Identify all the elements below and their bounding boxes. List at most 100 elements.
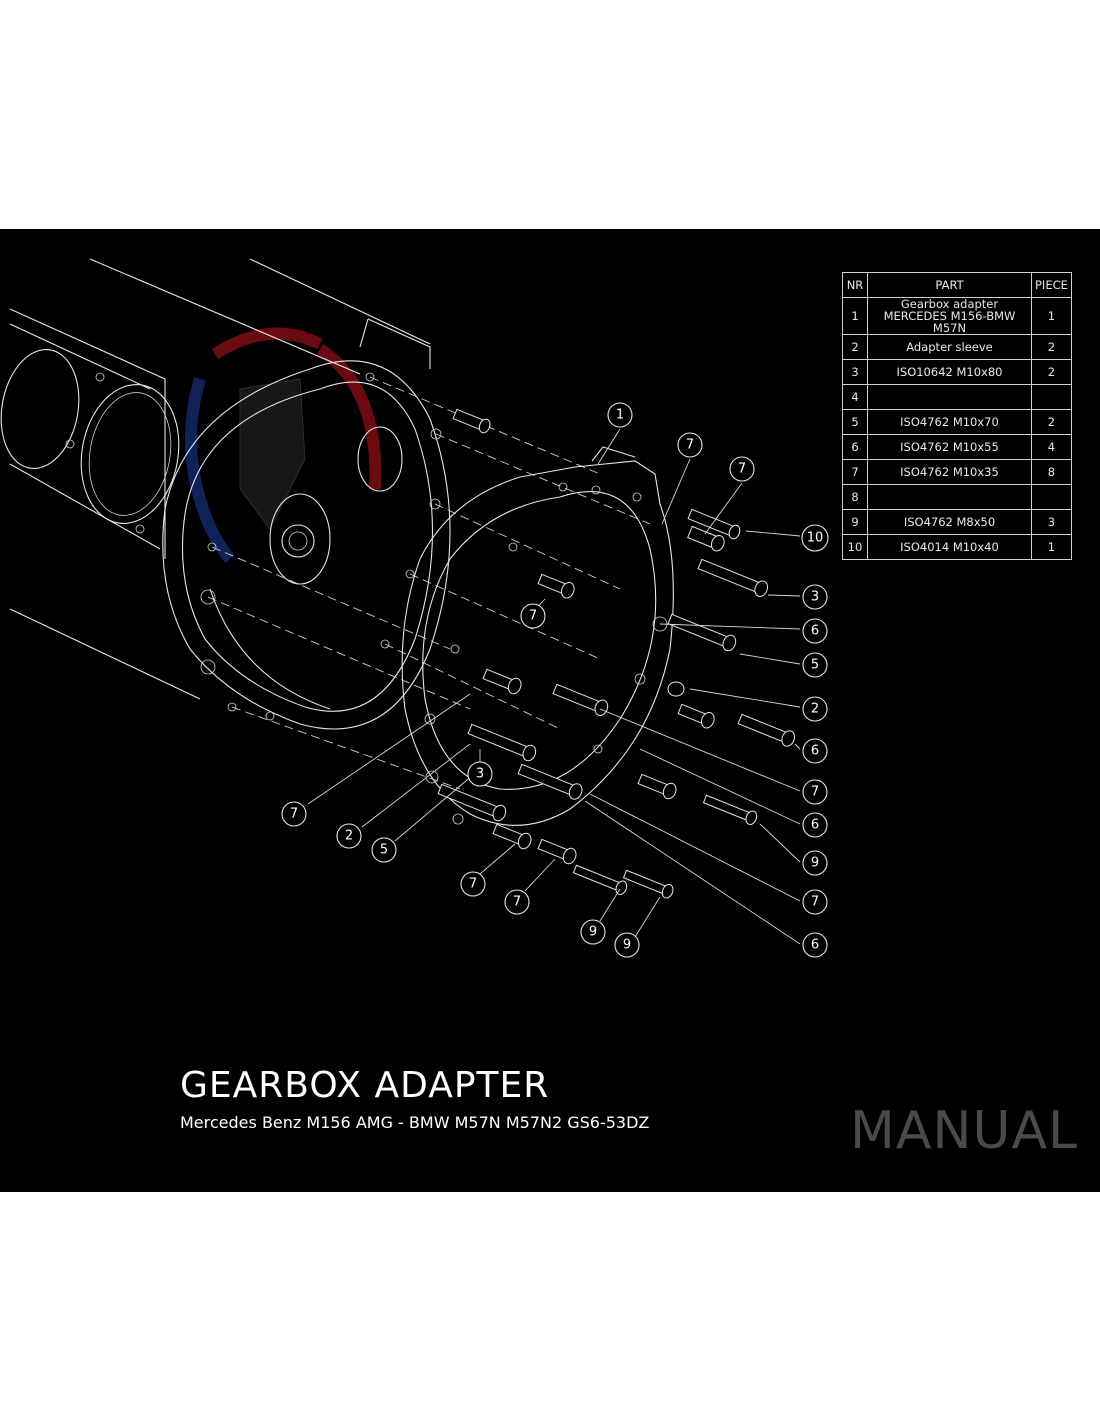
- engine-block: [0, 258, 431, 700]
- svg-text:7: 7: [811, 785, 819, 800]
- svg-text:5: 5: [380, 843, 388, 858]
- bolt: [737, 713, 796, 747]
- exploded-view-drawing: 1 7 7 10 3 7 6 5 2 6 3 7 6 9 7 6 7 2 5 7…: [0, 258, 829, 958]
- bolt: [537, 573, 575, 599]
- table-row: 10 ISO4014 M10x40 1: [842, 534, 1072, 560]
- cell-nr: 2: [842, 334, 868, 360]
- svg-text:7: 7: [738, 462, 746, 477]
- svg-text:2: 2: [811, 702, 819, 717]
- bolt: [702, 794, 758, 825]
- assembly-axis-lines: [207, 376, 651, 790]
- table-row: 8: [842, 484, 1072, 510]
- bolt: [437, 783, 507, 822]
- item-balloon: 6: [802, 618, 828, 644]
- item-balloon: 2: [802, 696, 828, 722]
- brand-logo-watermark: [185, 327, 382, 563]
- cell-piece: 2: [1031, 334, 1072, 360]
- bolt: [482, 668, 522, 695]
- item-balloon: 6: [802, 932, 828, 958]
- table-row: 5 ISO4762 M10x70 2: [842, 409, 1072, 435]
- svg-text:7: 7: [290, 807, 298, 822]
- svg-text:6: 6: [811, 744, 819, 759]
- item-balloon: 7: [504, 889, 530, 915]
- bolt: [667, 681, 685, 697]
- cell-nr: 7: [842, 459, 868, 485]
- cell-part: ISO4762 M10x70: [867, 409, 1032, 435]
- cell-part: [867, 484, 1032, 510]
- leader-lines: [307, 428, 801, 945]
- item-balloon: 7: [802, 889, 828, 915]
- cell-piece: 1: [1031, 534, 1072, 560]
- svg-text:7: 7: [529, 609, 537, 624]
- item-balloon: 6: [802, 738, 828, 764]
- table-row: 3 ISO10642 M10x80 2: [842, 359, 1072, 385]
- item-balloon: 1: [607, 402, 633, 428]
- svg-text:3: 3: [811, 590, 819, 605]
- bolt: [687, 508, 741, 540]
- svg-text:6: 6: [811, 938, 819, 953]
- cell-part: ISO4762 M10x35: [867, 459, 1032, 485]
- engine-flange: [162, 360, 451, 730]
- bolt: [667, 613, 737, 652]
- cell-nr: 1: [842, 297, 868, 335]
- bolt: [492, 823, 532, 850]
- cell-piece: [1031, 484, 1072, 510]
- svg-text:7: 7: [513, 895, 521, 910]
- item-balloon: 5: [371, 837, 397, 863]
- bolt: [452, 408, 491, 434]
- document-title: GEARBOX ADAPTER: [180, 1065, 550, 1106]
- item-balloon: 7: [460, 871, 486, 897]
- svg-text:2: 2: [345, 829, 353, 844]
- svg-text:5: 5: [811, 658, 819, 673]
- item-balloon: 9: [614, 932, 640, 958]
- cell-part: ISO10642 M10x80: [867, 359, 1032, 385]
- item-balloon: 9: [580, 919, 606, 945]
- cell-nr: 5: [842, 409, 868, 435]
- cell-piece: 1: [1031, 297, 1072, 335]
- svg-text:6: 6: [811, 624, 819, 639]
- bolt: [537, 838, 577, 865]
- bolt: [677, 703, 715, 729]
- cell-nr: 8: [842, 484, 868, 510]
- cell-piece: 3: [1031, 509, 1072, 535]
- svg-text:7: 7: [811, 895, 819, 910]
- cell-nr: 9: [842, 509, 868, 535]
- cell-part: ISO4762 M8x50: [867, 509, 1032, 535]
- bill-of-materials-table: NR PART PIECE 1 Gearbox adapter MERCEDES…: [842, 272, 1072, 560]
- bolt: [637, 773, 677, 800]
- cell-part: Adapter sleeve: [867, 334, 1032, 360]
- cell-part: ISO4014 M10x40: [867, 534, 1032, 560]
- bolt: [572, 864, 628, 895]
- gearbox-adapter-plate: [401, 446, 674, 826]
- item-balloon: 3: [467, 761, 493, 787]
- bolt: [687, 525, 725, 552]
- cell-nr: 4: [842, 384, 868, 410]
- cell-nr: 6: [842, 434, 868, 460]
- cell-nr: 10: [842, 534, 868, 560]
- table-row: 4: [842, 384, 1072, 410]
- svg-text:7: 7: [469, 877, 477, 892]
- table-row: 7 ISO4762 M10x35 8: [842, 459, 1072, 485]
- item-balloon: 9: [802, 850, 828, 876]
- svg-text:3: 3: [476, 767, 484, 782]
- cell-part: [867, 384, 1032, 410]
- manual-label: MANUAL: [850, 1101, 1078, 1161]
- table-row: 2 Adapter sleeve 2: [842, 334, 1072, 360]
- svg-text:9: 9: [589, 925, 597, 940]
- header-piece: PIECE: [1031, 272, 1072, 298]
- bolt: [467, 723, 537, 762]
- item-balloons: 1 7 7 10 3 7 6 5 2 6 3 7 6 9 7 6 7 2 5 7…: [281, 402, 829, 958]
- svg-text:7: 7: [686, 438, 694, 453]
- item-balloon: 7: [281, 801, 307, 827]
- item-balloon: 7: [520, 603, 546, 629]
- cell-nr: 3: [842, 359, 868, 385]
- svg-text:10: 10: [807, 531, 824, 546]
- header-part: PART: [867, 272, 1032, 298]
- svg-text:9: 9: [623, 938, 631, 953]
- bolt: [622, 869, 674, 899]
- item-balloon: 5: [802, 652, 828, 678]
- table-row: 1 Gearbox adapter MERCEDES M156-BMW M57N…: [842, 297, 1072, 335]
- item-balloon: 10: [801, 524, 829, 552]
- table-header-row: NR PART PIECE: [842, 272, 1072, 298]
- drawing-sheet: 1 7 7 10 3 7 6 5 2 6 3 7 6 9 7 6 7 2 5 7…: [0, 229, 1100, 1192]
